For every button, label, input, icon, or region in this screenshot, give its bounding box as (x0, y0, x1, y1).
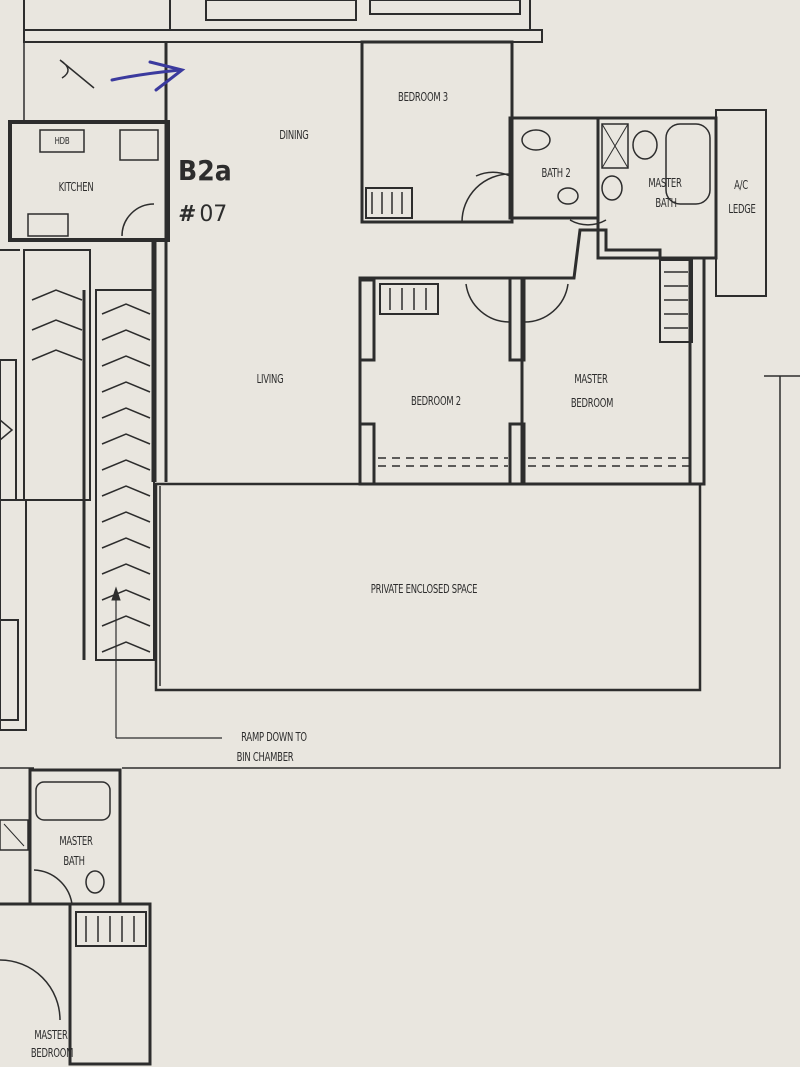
label-ramp-line1: RAMP DOWN TO (241, 730, 307, 744)
unit-number-prefix: # (178, 202, 194, 227)
label-dining: DINING (279, 128, 309, 142)
label-master-bedroom-line1: MASTER (574, 372, 608, 386)
label-lower-master-bedroom-line2: BEDROOM (30, 1046, 74, 1060)
label-kitchen-appliance: HDB (54, 136, 70, 147)
label-lower-master-bedroom-line1: MASTER (34, 1028, 68, 1042)
label-lower-master-bath-line1: MASTER (59, 834, 93, 848)
label-private-enclosed-space: PRIVATE ENCLOSED SPACE (370, 582, 478, 596)
kitchen-room (8, 120, 170, 242)
label-bedroom-3: BEDROOM 3 (398, 90, 448, 104)
ramp (95, 289, 155, 661)
ac-ledge (715, 109, 767, 297)
label-master-bath-line1: MASTER (648, 176, 682, 190)
unit-number-value: 07 (199, 202, 228, 227)
label-kitchen: KITCHEN (58, 180, 94, 194)
label-master-bedroom-line2: BEDROOM (570, 396, 614, 410)
label-ac-ledge-line1: A/C (734, 178, 748, 192)
handwritten-arrow-icon (110, 60, 186, 92)
label-master-bath-line2: BATH (655, 196, 677, 210)
bedroom-2-room (358, 276, 524, 486)
label-bath-2: BATH 2 (541, 166, 571, 180)
entrance-door (59, 59, 95, 89)
unit-number: #07 (178, 202, 227, 227)
label-ac-ledge-line2: LEDGE (728, 202, 756, 216)
label-lower-master-bath-line2: BATH (63, 854, 85, 868)
label-bedroom-2: BEDROOM 2 (411, 394, 461, 408)
top-balcony-wall (23, 29, 543, 43)
unit-code: B2a (178, 154, 232, 187)
label-living: LIVING (256, 372, 284, 386)
master-bedroom-room (520, 228, 706, 486)
label-ramp-line2: BIN CHAMBER (236, 750, 294, 764)
bedroom-3-room (360, 40, 514, 224)
